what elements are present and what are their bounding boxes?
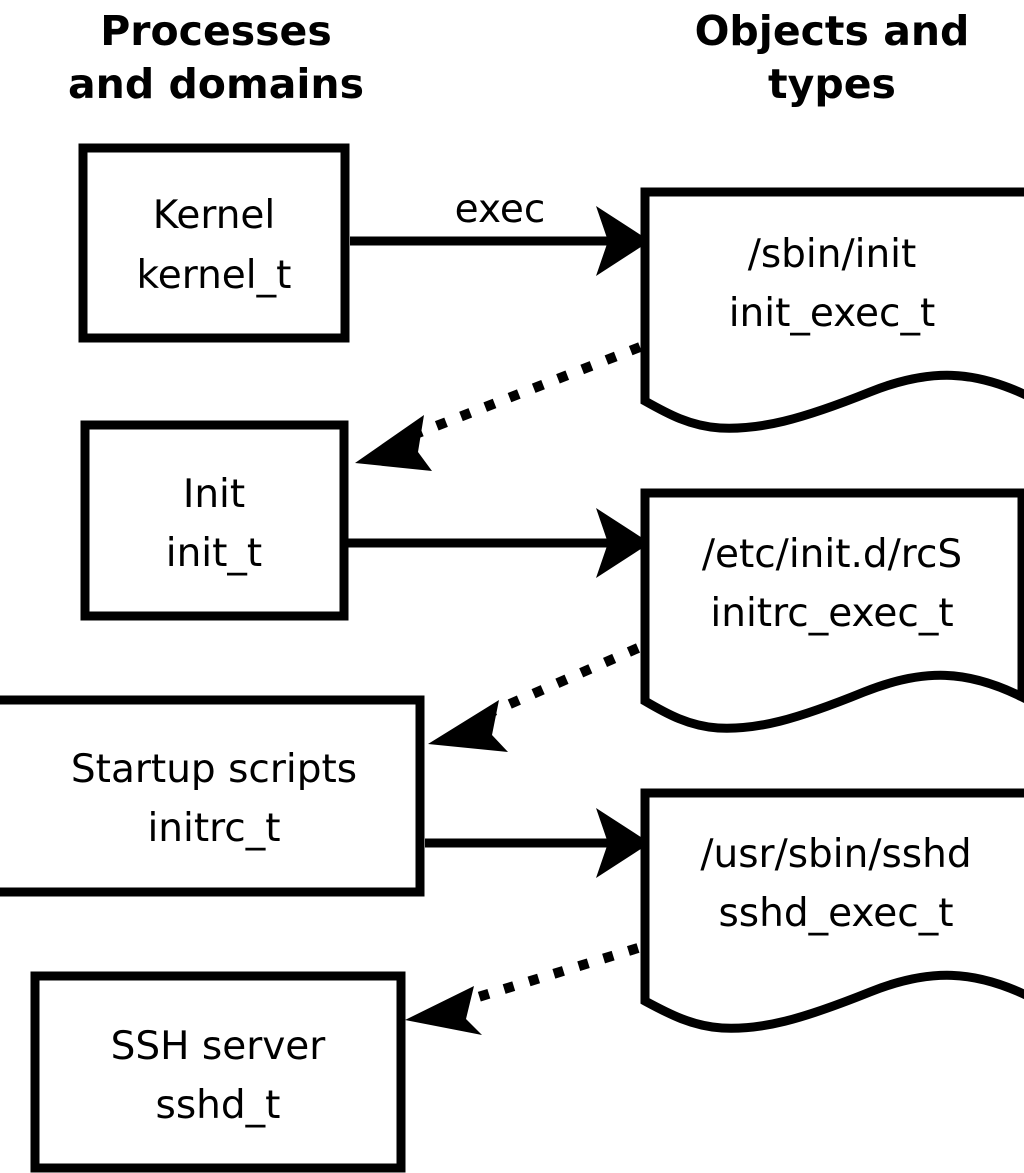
edge-kernel-to-init-exec: exec (350, 187, 650, 276)
node-sshd-exec[interactable]: /usr/sbin/sshd sshd_exec_t (640, 788, 1024, 1033)
edge-sshd-exec-to-sshd (405, 943, 640, 1035)
node-initrc-exec-line2: initrc_exec_t (710, 591, 953, 636)
node-init[interactable]: Init init_t (80, 420, 349, 621)
edge-label-exec: exec (455, 187, 546, 232)
node-startup-scripts-line1: Startup scripts (71, 747, 357, 792)
edge-initrc-to-sshd-exec (425, 808, 650, 878)
edge-init-to-initrc-exec-arrowhead (596, 508, 650, 578)
node-init-exec-document[interactable] (640, 187, 1024, 433)
edge-initrc-exec-to-initrc (428, 643, 641, 752)
node-sshd-exec-line1: /usr/sbin/sshd (700, 832, 971, 877)
column-header-processes-line1: Processes (100, 7, 332, 55)
node-initrc-exec-document[interactable] (640, 488, 1024, 733)
node-initrc-exec[interactable]: /etc/init.d/rcS initrc_exec_t (640, 488, 1024, 733)
edge-sshd-exec-to-sshd-arrowhead (405, 986, 482, 1035)
node-init-exec-line2: init_exec_t (729, 291, 936, 336)
node-startup-scripts-box[interactable] (0, 695, 425, 897)
node-initrc-exec-line1: /etc/init.d/rcS (702, 532, 962, 577)
node-sshd-exec-document[interactable] (640, 788, 1024, 1033)
node-init-line2: init_t (166, 531, 262, 576)
node-kernel[interactable]: Kernel kernel_t (78, 143, 350, 343)
node-init-exec[interactable]: /sbin/init init_exec_t (640, 187, 1024, 433)
node-sshd-exec-line2: sshd_exec_t (718, 891, 953, 936)
node-ssh-server-box[interactable] (30, 971, 406, 1173)
edge-init-exec-to-init-line (406, 342, 642, 442)
node-startup-scripts[interactable]: Startup scripts initrc_t (0, 695, 425, 897)
node-init-exec-line1: /sbin/init (748, 232, 917, 277)
edge-kernel-to-init-exec-arrowhead (596, 206, 650, 276)
column-header-objects-line1: Objects and (695, 7, 970, 55)
node-ssh-server-line2: sshd_t (156, 1083, 281, 1128)
node-kernel-line2: kernel_t (137, 253, 292, 298)
edge-init-to-initrc-exec (348, 508, 650, 578)
node-kernel-box[interactable] (78, 143, 350, 343)
edge-init-exec-to-init (355, 342, 642, 471)
column-header-objects-line2: types (768, 60, 896, 108)
node-ssh-server-line1: SSH server (111, 1024, 327, 1069)
node-ssh-server[interactable]: SSH server sshd_t (30, 971, 406, 1173)
node-init-box[interactable] (80, 420, 349, 621)
edge-initrc-to-sshd-exec-arrowhead (596, 808, 650, 878)
column-header-processes: Processes and domains (68, 7, 364, 108)
edge-initrc-exec-to-initrc-line (484, 643, 641, 719)
column-header-processes-line2: and domains (68, 60, 364, 108)
node-startup-scripts-line2: initrc_t (147, 806, 280, 851)
node-kernel-line1: Kernel (153, 193, 276, 238)
node-init-line1: Init (183, 472, 245, 517)
edge-init-exec-to-init-arrowhead (355, 415, 432, 471)
edge-sshd-exec-to-sshd-line (460, 943, 640, 1007)
column-header-objects: Objects and types (695, 7, 970, 108)
edge-initrc-exec-to-initrc-arrowhead (428, 700, 508, 752)
